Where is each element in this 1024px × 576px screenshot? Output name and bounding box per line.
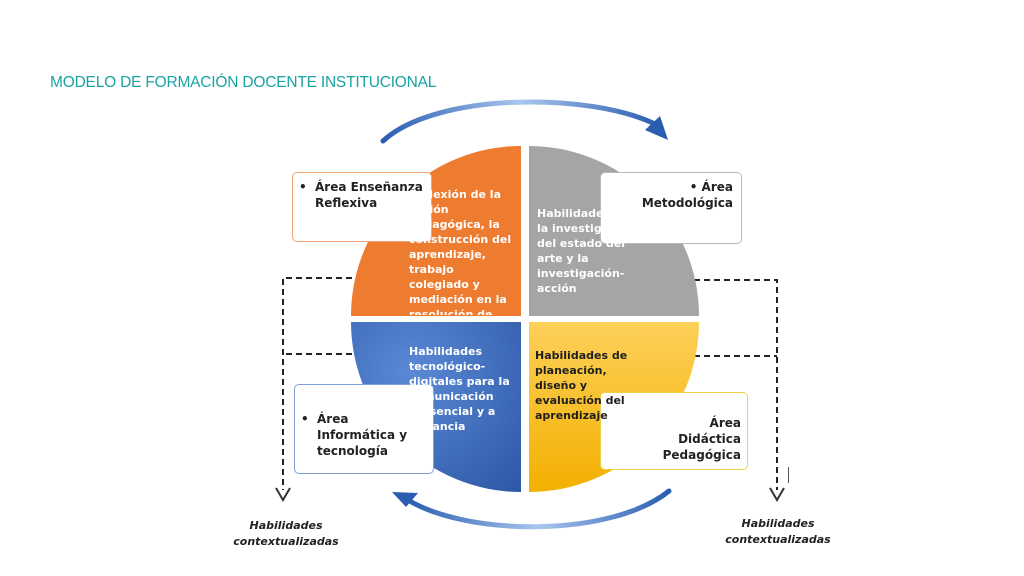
quadrant-orange	[351, 146, 521, 316]
down-arrow-right	[769, 487, 785, 502]
area-informatica-box: • Área Informática y tecnología	[294, 384, 434, 474]
quadrant-yellow-text: Habilidades de planeación, diseño y eval…	[535, 349, 628, 422]
area-ensenanza-reflexiva-box: • Área Enseñanza Reflexiva	[292, 172, 432, 242]
area-ensenanza-reflexiva-label: Área Enseñanza Reflexiva	[315, 180, 423, 210]
output-right-label: Habilidades contextualizadas	[725, 517, 831, 546]
area-metodologica-label: Área Metodológica	[641, 180, 733, 210]
dashed-connectors	[282, 277, 778, 490]
bullet: •	[689, 180, 698, 194]
quadrant-blue	[351, 322, 521, 492]
cycle-arrow-top	[380, 99, 668, 144]
text-cursor	[788, 467, 789, 483]
output-left-label: Habilidades contextualizadas	[233, 519, 339, 548]
cycle-arrow-bottom	[392, 488, 672, 530]
quadrant-gray-text: Habilidades para la investigación del es…	[537, 207, 642, 295]
bullet: •	[301, 412, 309, 426]
quadrant-blue-text: Habilidades tecnológico-digitales para l…	[409, 345, 510, 433]
page-title: MODELO DE FORMACIÓN DOCENTE INSTITUCIONA…	[50, 74, 437, 91]
quadrant-orange-text: Reflexión de la acción pedagógica, la co…	[409, 188, 512, 315]
bullet: •	[299, 180, 307, 194]
area-informatica-label: Área Informática y tecnología	[317, 412, 408, 458]
area-didactica-label: Área Didáctica Pedagógica	[662, 416, 741, 462]
down-arrow-left	[275, 487, 291, 502]
area-didactica-box: Área Didáctica Pedagógica	[600, 392, 748, 470]
area-metodologica-box: • Área Metodológica	[600, 172, 742, 244]
